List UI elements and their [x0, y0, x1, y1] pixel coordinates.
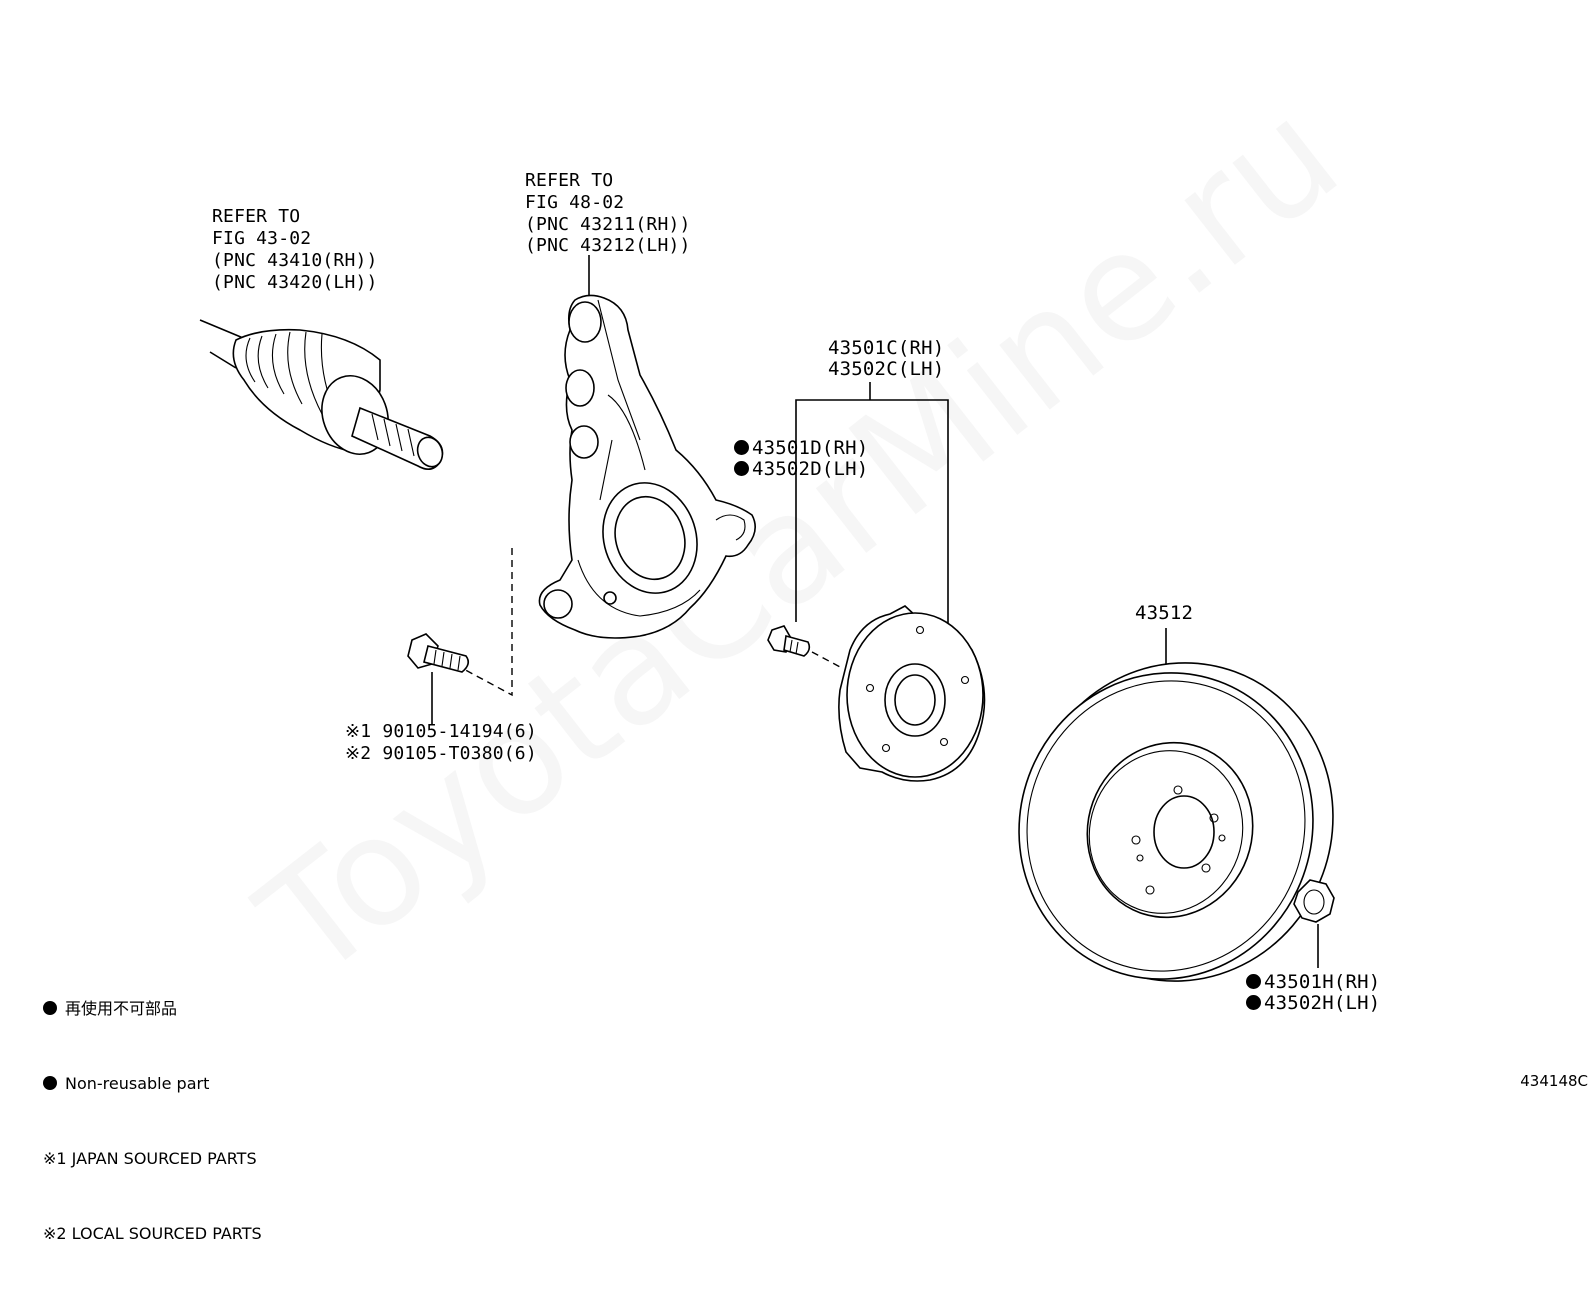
non-reusable-dot-icon: [1246, 995, 1261, 1010]
hub-bearing-illustration: [838, 605, 986, 782]
legend-note1: ※1 JAPAN SOURCED PARTS: [43, 1149, 257, 1168]
knuckle-ref-line4: (PNC 43212(LH)): [525, 235, 691, 256]
knuckle-bolt-illustration: [407, 633, 470, 673]
hub-bolt-rh: 43501D(RH): [734, 438, 868, 459]
non-reusable-dot-icon: [43, 1076, 57, 1090]
disc-part-number: 43512: [1135, 602, 1194, 624]
hub-assy-rh: 43501C(RH): [828, 337, 945, 359]
hub-bracket: [795, 399, 949, 626]
non-reusable-dot-icon: [734, 461, 749, 476]
diagram-drawing: [199, 255, 1335, 982]
hub-bolt-illustration: [767, 625, 811, 657]
driveshaft-ref-line2: FIG 43-02: [212, 228, 312, 249]
knuckle-bolt-jp: ※1 90105-14194(6): [345, 721, 537, 742]
driveshaft-ref-line1: REFER TO: [212, 206, 301, 227]
hub-bolt-lh: 43502D(LH): [734, 459, 868, 480]
legend: 再使用不可部品 Non-reusable part ※1 JAPAN SOURC…: [43, 946, 262, 1296]
legend-en-row: Non-reusable part: [43, 1071, 262, 1096]
brake-disc-illustration: [1018, 662, 1334, 982]
hub-nut-rh: 43501H(RH): [1246, 972, 1380, 993]
drive-shaft-illustration: [199, 319, 444, 470]
parts-diagram: ToyotaCarMine.ru: [43, 170, 1588, 1243]
non-reusable-dot-icon: [43, 1001, 57, 1015]
knuckle-ref-line3: (PNC 43211(RH)): [525, 214, 691, 235]
knuckle-bolt-local: ※2 90105-T0380(6): [345, 743, 537, 764]
driveshaft-ref-line3: (PNC 43410(RH)): [212, 250, 378, 271]
hub-assy-lh: 43502C(LH): [828, 358, 945, 380]
knuckle-ref-line1: REFER TO: [525, 170, 614, 191]
steering-knuckle-illustration: [538, 294, 756, 639]
legend-jp-row: 再使用不可部品: [43, 996, 262, 1021]
legend-note2: ※2 LOCAL SOURCED PARTS: [43, 1224, 262, 1243]
non-reusable-dot-icon: [1246, 974, 1261, 989]
non-reusable-dot-icon: [734, 440, 749, 455]
hub-nut-lh: 43502H(LH): [1246, 993, 1380, 1014]
knuckle-ref-line2: FIG 48-02: [525, 192, 625, 213]
hub-nut-illustration: [1293, 879, 1335, 923]
figure-code: 434148C: [1520, 1072, 1588, 1090]
driveshaft-ref-line4: (PNC 43420(LH)): [212, 272, 378, 293]
bolt-dash-line: [457, 548, 513, 697]
